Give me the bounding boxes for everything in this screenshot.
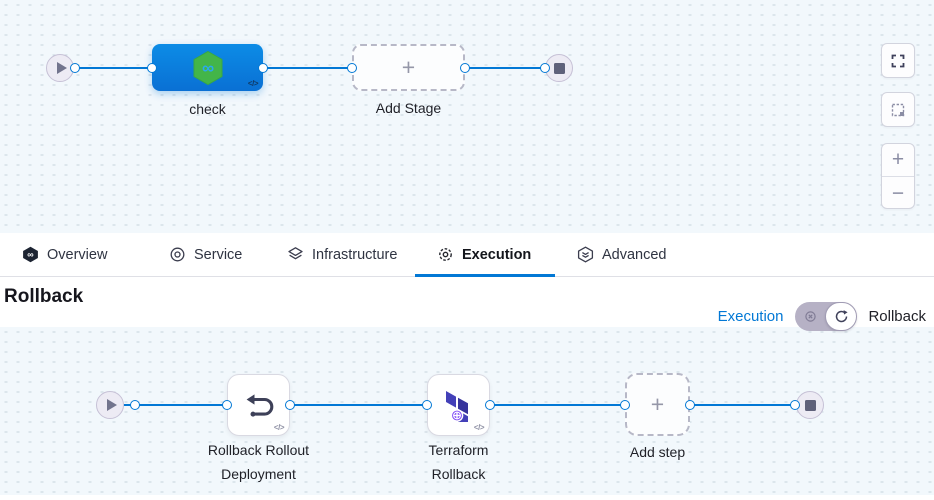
edge bbox=[690, 404, 797, 406]
edge bbox=[465, 67, 547, 69]
add-step-button[interactable]: + bbox=[625, 373, 690, 436]
step-node-terraform-rollback[interactable]: </> bbox=[427, 374, 490, 436]
pipeline-start-node[interactable] bbox=[46, 54, 74, 82]
plus-icon: + bbox=[401, 54, 416, 80]
fullscreen-icon bbox=[891, 54, 905, 67]
stop-icon bbox=[553, 62, 565, 74]
rollback-header: Rollback Execution Rollback bbox=[0, 277, 934, 331]
connector-port[interactable] bbox=[222, 400, 232, 410]
pipeline-config-tabs: ∞ Overview Service Infrastructure Execut… bbox=[0, 233, 934, 277]
edge bbox=[490, 404, 626, 406]
rollback-canvas[interactable]: </> Rollback Rollout Deployment </> Terr… bbox=[0, 327, 934, 500]
harness-overview-icon: ∞ bbox=[23, 246, 38, 263]
step-label: Terraform Rollback bbox=[428, 442, 489, 482]
section-title: Rollback bbox=[4, 286, 84, 307]
edge bbox=[290, 404, 428, 406]
rollback-start-node[interactable] bbox=[96, 391, 124, 419]
code-icon: </> bbox=[273, 423, 285, 432]
harness-cd-stage-icon: ∞ bbox=[193, 50, 222, 85]
connector-port[interactable] bbox=[347, 63, 357, 73]
execution-toggle-side[interactable] bbox=[795, 302, 826, 331]
stop-icon bbox=[804, 399, 816, 411]
connector-port[interactable] bbox=[540, 63, 550, 73]
rollback-toggle-label: Rollback bbox=[868, 307, 926, 325]
advanced-icon bbox=[577, 246, 594, 263]
svg-text:∞: ∞ bbox=[201, 58, 213, 77]
add-stage-button[interactable]: + bbox=[352, 44, 465, 91]
zoom-in-icon: + bbox=[891, 148, 905, 171]
edge bbox=[124, 404, 228, 406]
play-icon bbox=[106, 399, 117, 411]
code-icon: </> bbox=[473, 423, 485, 432]
connector-port[interactable] bbox=[422, 400, 432, 410]
edge bbox=[263, 67, 353, 69]
connector-port[interactable] bbox=[70, 63, 80, 73]
tab-execution[interactable]: Execution bbox=[437, 233, 531, 276]
execution-icon bbox=[439, 248, 452, 261]
view-toggle[interactable] bbox=[795, 301, 858, 331]
svg-text:∞: ∞ bbox=[27, 250, 34, 260]
terraform-icon bbox=[445, 390, 468, 422]
tab-label: Advanced bbox=[602, 246, 667, 263]
selection-mode-button[interactable] bbox=[881, 92, 915, 127]
service-icon bbox=[170, 247, 185, 262]
connector-port[interactable] bbox=[285, 400, 295, 410]
connector-port[interactable] bbox=[460, 63, 470, 73]
stage-label: check bbox=[189, 101, 226, 117]
add-stage-label: Add Stage bbox=[375, 100, 442, 116]
step-label: Rollback Rollout Deployment bbox=[207, 442, 310, 482]
code-icon: </> bbox=[247, 79, 259, 88]
tab-label: Overview bbox=[47, 246, 108, 263]
tab-advanced[interactable]: Advanced bbox=[577, 233, 667, 276]
fullscreen-button[interactable] bbox=[881, 43, 915, 78]
execution-rollback-toggle-group: Execution Rollback bbox=[718, 301, 926, 331]
execution-view-link[interactable]: Execution bbox=[717, 307, 784, 325]
connector-port[interactable] bbox=[130, 400, 140, 410]
tab-label: Execution bbox=[462, 246, 532, 263]
zoom-out-icon: − bbox=[891, 181, 905, 205]
canvas-bottom-edge bbox=[0, 495, 934, 500]
active-tab-indicator bbox=[415, 274, 555, 277]
marquee-select-icon bbox=[891, 103, 905, 116]
connector-port[interactable] bbox=[147, 63, 157, 73]
tab-infrastructure[interactable]: Infrastructure bbox=[287, 233, 397, 276]
infrastructure-icon bbox=[288, 247, 303, 260]
play-icon bbox=[56, 62, 67, 74]
add-step-label: Add step bbox=[629, 444, 686, 460]
connector-port[interactable] bbox=[258, 63, 268, 73]
connector-port[interactable] bbox=[620, 400, 630, 410]
edge bbox=[74, 67, 153, 69]
tab-label: Service bbox=[194, 246, 243, 263]
plus-icon: + bbox=[650, 391, 665, 417]
tab-service[interactable]: Service bbox=[169, 233, 242, 276]
rollback-end-node[interactable] bbox=[796, 391, 824, 419]
connector-port[interactable] bbox=[790, 400, 800, 410]
zoom-out-button[interactable]: − bbox=[882, 177, 914, 210]
rollback-toggle-side[interactable] bbox=[825, 301, 858, 331]
stage-node-check[interactable]: ∞ </> bbox=[152, 44, 263, 91]
connector-port[interactable] bbox=[485, 400, 495, 410]
tab-label: Infrastructure bbox=[312, 246, 398, 263]
zoom-in-button[interactable]: + bbox=[882, 144, 914, 177]
stage-canvas[interactable]: ∞ </> check + Add Stage bbox=[0, 0, 934, 233]
execution-steps-icon bbox=[805, 310, 817, 322]
step-node-rollback-rollout-deployment[interactable]: </> bbox=[227, 374, 290, 436]
connector-port[interactable] bbox=[685, 400, 695, 410]
zoom-controls: + − bbox=[881, 143, 915, 209]
undo-arrow-icon bbox=[246, 393, 273, 417]
rollback-rotate-icon bbox=[835, 309, 848, 322]
tab-overview[interactable]: ∞ Overview bbox=[22, 233, 107, 276]
